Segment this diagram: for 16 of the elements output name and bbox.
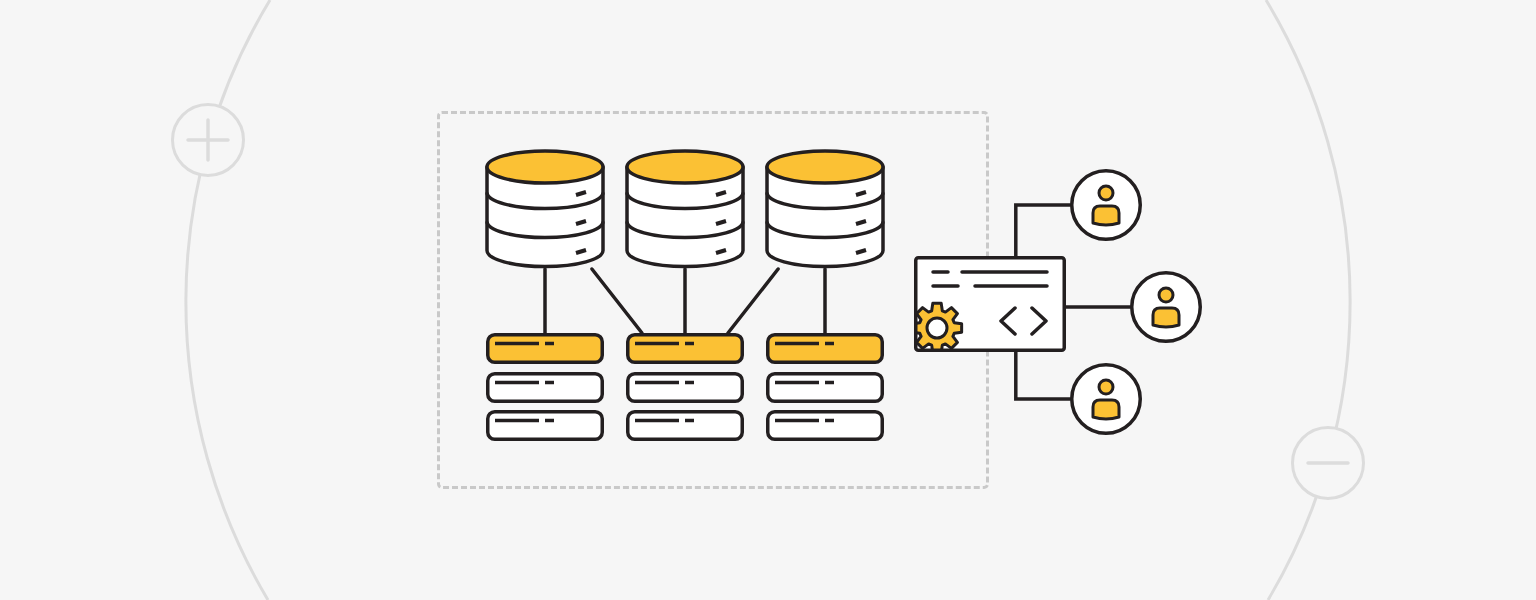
app-window <box>914 256 1066 352</box>
server-stack <box>486 333 604 443</box>
user-avatar <box>1130 271 1202 343</box>
server-stack <box>626 333 744 443</box>
connector-line <box>683 267 687 335</box>
database-cylinder <box>485 149 605 269</box>
user-avatar <box>1070 169 1142 241</box>
connector-line <box>590 267 644 335</box>
database-cylinder <box>625 149 745 269</box>
connector-line <box>823 267 827 335</box>
server-stack <box>766 333 884 443</box>
connector-line <box>726 267 780 335</box>
database-cylinder <box>765 149 885 269</box>
user-avatar <box>1070 363 1142 435</box>
dashed-frame <box>437 111 989 489</box>
connector-line <box>543 267 547 335</box>
